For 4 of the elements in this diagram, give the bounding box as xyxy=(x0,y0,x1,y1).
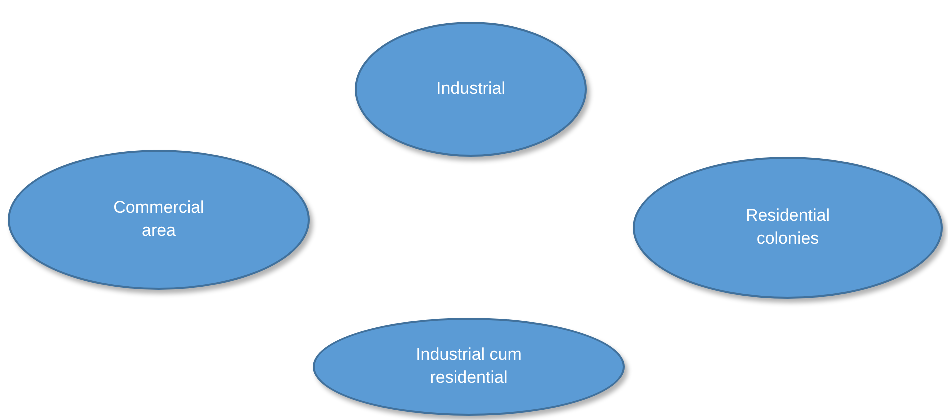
node-label: Industrial cum residential xyxy=(415,344,523,389)
node-label: Commercial area xyxy=(112,197,206,242)
node-label: Industrial xyxy=(436,78,506,100)
node-label: Residential colonies xyxy=(744,205,832,250)
